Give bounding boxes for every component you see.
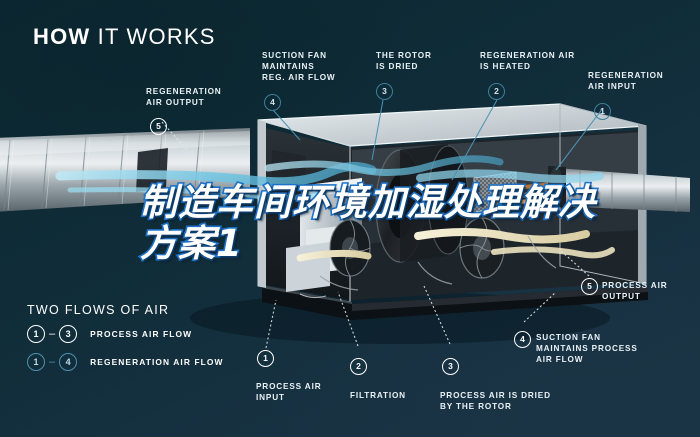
legend-marker-to: 4 [59,353,78,371]
callout-regeneration-air-output-label: REGENERATION AIR OUTPUT [146,87,222,107]
callout-regeneration-air-input-label: REGENERATION AIR INPUT [588,71,664,91]
callout-process-air-input-label: PROCESS AIR INPUT [256,382,322,402]
overlay-headline: 制造车间环境加湿处理解决方案1 [138,180,610,265]
marker-filtration[interactable]: 2 [350,358,367,375]
airflow-ribbons-regeneration [296,228,615,262]
page-title-bold: HOW [33,24,91,49]
legend-row-regeneration-air-flow: 1 – 4 REGENERATION AIR FLOW [27,353,224,371]
airflow-ribbons-process [55,155,604,201]
legend-marker-from: 1 [27,353,45,371]
internal-piping [319,235,557,291]
page-title-light: IT WORKS [90,24,216,49]
leader-lines-white [161,121,590,349]
overlay-headline-stroke: 制造车间环境加湿处理解决方案1 [138,180,596,265]
callout-rotor-is-dried-label: THE ROTOR IS DRIED [376,51,432,71]
marker-suction-fan-process[interactable]: 4 [514,331,531,348]
marker-process-air-dried[interactable]: 3 [442,358,459,375]
marker-process-air-output[interactable]: 5 [581,278,598,295]
legend-label-regeneration-air-flow: REGENERATION AIR FLOW [90,357,224,367]
legend-marker-from: 1 [27,325,45,343]
callout-suction-fan-process-label: SUCTION FAN MAINTAINS PROCESS AIR FLOW [536,333,638,364]
legend-dash: – [49,356,56,368]
marker-suction-fan-reg[interactable]: 4 [264,94,281,111]
callout-filtration-label: FILTRATION [350,391,406,400]
legend-title: TWO FLOWS OF AIR [27,303,170,317]
legend-label-process-air-flow: PROCESS AIR FLOW [90,329,193,339]
callout-process-air-dried-label: PROCESS AIR IS DRIED BY THE ROTOR [440,391,551,411]
callout-process-air-output-label: PROCESS AIR OUTPUT [602,281,668,301]
callout-regeneration-air-heated-label: REGENERATION AIR IS HEATED [480,51,576,71]
marker-regeneration-air-input[interactable]: 1 [594,103,611,120]
internal-ribbed-hose [299,293,327,299]
callout-suction-fan-reg-label: SUCTION FAN MAINTAINS REG. AIR FLOW [262,51,336,82]
page-title: HOW IT WORKS [33,24,216,50]
legend-row-process-air-flow: 1 – 3 PROCESS AIR FLOW [27,325,192,343]
marker-regeneration-air-output[interactable]: 5 [150,118,167,135]
legend-dash: – [49,328,56,340]
marker-regeneration-air-heated[interactable]: 2 [488,83,505,100]
marker-rotor-is-dried[interactable]: 3 [376,83,393,100]
legend-marker-to: 3 [59,325,78,343]
leader-lines-blue [272,99,604,181]
process-fan [329,219,371,277]
marker-process-air-input[interactable]: 1 [257,350,274,367]
